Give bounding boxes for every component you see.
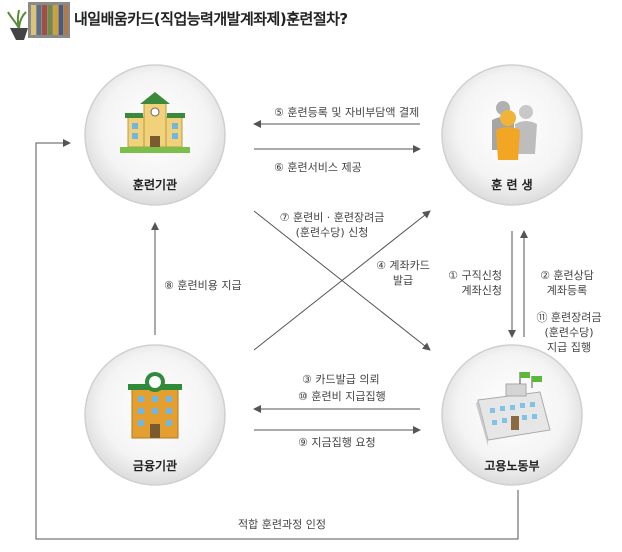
step9-label: ⑨ 지금집행 요청 — [298, 436, 376, 449]
step7-label-line2: (훈련수당) 신청 — [295, 226, 369, 239]
step11-label-line3: 지급 집행 — [547, 341, 591, 354]
government-building-icon — [476, 372, 551, 446]
people-icon — [492, 101, 537, 160]
bank-building-icon — [128, 372, 182, 439]
step11-label-line2: (훈련수당) — [544, 326, 594, 339]
step1-label-line2: 계좌신청 — [461, 284, 502, 297]
node-label-bank: 금융기관 — [132, 459, 178, 473]
book-plant-icon — [7, 2, 70, 40]
step11-label-line1: ⑪ 훈련장려금 — [536, 311, 602, 324]
page-title: 내일배움카드(직업능력개발계좌제)훈련절차? — [74, 10, 348, 28]
step11-label: ⑪ 훈련장려금 (훈련수당) 지급 집행 — [530, 310, 608, 355]
step3-label: ③ 카드발급 의뢰 — [302, 373, 380, 386]
step4-label: ④ 계좌카드 발급 — [368, 258, 438, 288]
school-icon — [120, 92, 190, 153]
step1-label: ① 구직신청 계좌신청 — [430, 268, 502, 298]
step1-label-line1: ① 구직신청 — [448, 269, 502, 282]
step7-label-line1: ⑦ 훈련비 · 훈련장려금 — [279, 211, 385, 224]
step7-label: ⑦ 훈련비 · 훈련장려금 (훈련수당) 신청 — [272, 210, 392, 240]
node-label-ministry: 고용노동부 — [484, 459, 540, 473]
bottom-loop-label: 적합 훈련과정 인정 — [238, 518, 326, 531]
step4-label-line1: ④ 계좌카드 — [376, 259, 430, 272]
step2-label: ② 훈련상담 계좌등록 — [532, 268, 602, 298]
step6-label: ⑥ 훈련서비스 제공 — [274, 161, 362, 174]
step2-label-line2: 계좌등록 — [546, 284, 588, 297]
arrow-bottom-loop — [35, 139, 519, 540]
step2-label-line1: ② 훈련상담 — [540, 269, 594, 282]
step10-label: ⑩ 훈련비 지급집행 — [298, 390, 386, 403]
arrow-step4 — [253, 210, 431, 351]
node-label-trainee: 훈 련 생 — [491, 178, 533, 192]
node-label-institution: 훈련기관 — [132, 178, 178, 192]
step5-label: ⑤ 훈련등록 및 자비부담액 결제 — [274, 106, 420, 119]
step4-label-line2: 발급 — [392, 274, 414, 287]
step8-label: ⑧ 훈련비용 지급 — [164, 279, 242, 292]
